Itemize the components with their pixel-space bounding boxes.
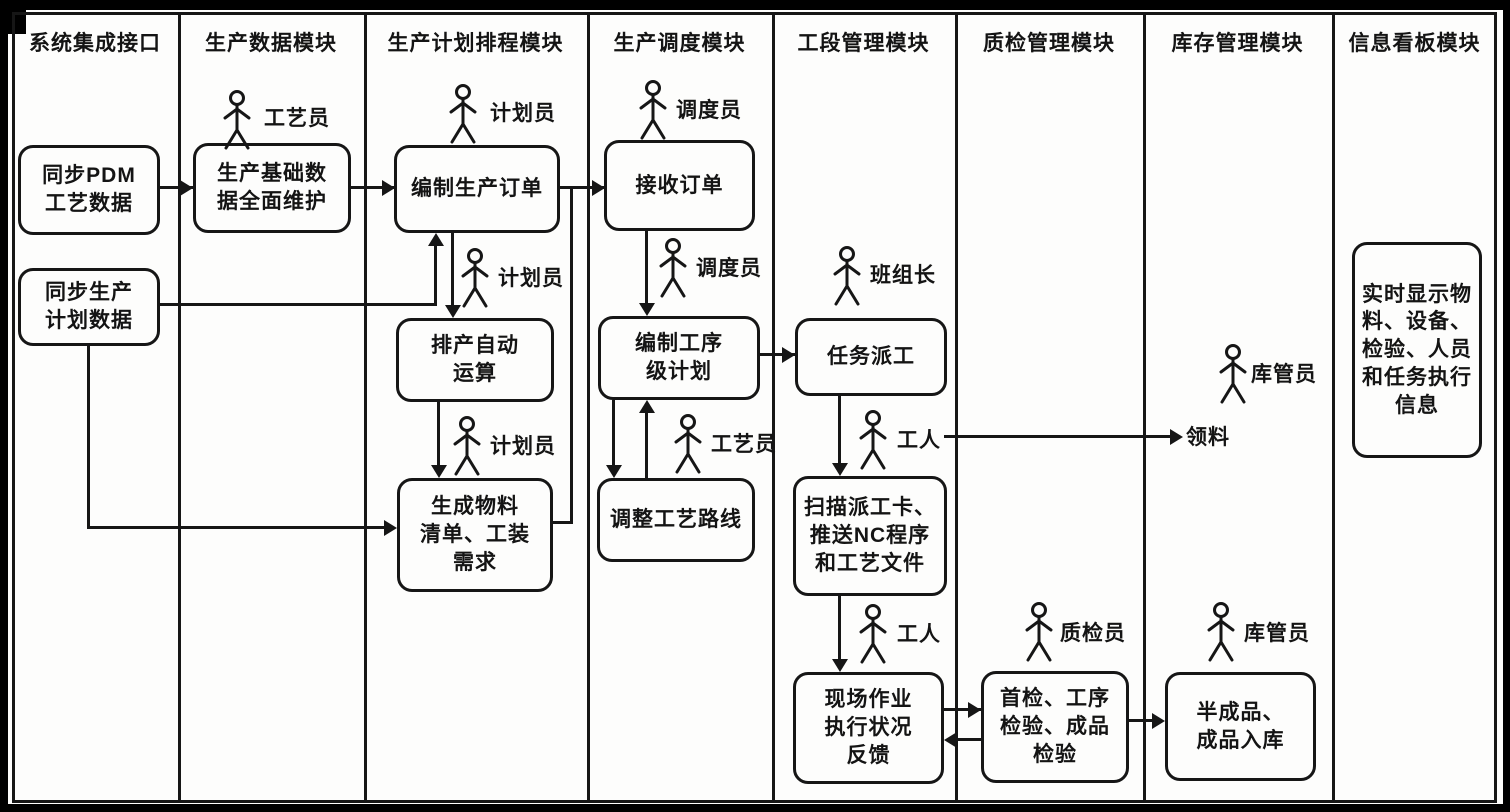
scanned-page: [8, 10, 1503, 804]
person-icon: [461, 248, 489, 308]
arrowhead: [431, 465, 447, 478]
connector-syncpdm-to-basedata: [160, 186, 193, 189]
person-icon: [833, 246, 861, 306]
person-icon: [1219, 344, 1247, 404]
box-site-execution-feedback: 现场作业 执行状况 反馈: [793, 672, 944, 784]
arrowhead: [639, 400, 655, 413]
arrowhead: [1152, 713, 1165, 729]
connector-syncplan-up-segment: [434, 245, 437, 306]
connector-receiveorder-to-processplan: [645, 231, 648, 304]
lane-header-dispatching: 生产调度模块: [613, 32, 746, 55]
person-icon: [1025, 602, 1053, 662]
connector-autoschedule-to-materiallist: [437, 402, 440, 466]
box-finished-goods-storage: 半成品、 成品入库: [1165, 672, 1316, 781]
connector-basedata-to-createorder: [351, 186, 395, 189]
lane-header-worksection: 工段管理模块: [797, 32, 930, 55]
connector-processplan-to-adjustroute: [612, 400, 615, 466]
arrowhead: [944, 732, 957, 748]
box-inspection: 首检、工序 检验、成品 检验: [981, 671, 1129, 783]
person-icon: [453, 416, 481, 476]
connector-processplan-to-taskdispatch: [760, 353, 795, 356]
arrowhead: [384, 520, 397, 536]
actor-label-craft-engineer: 工艺员: [711, 433, 777, 456]
connector-syncplan-to-createorder: [160, 303, 437, 306]
box-create-production-order: 编制生产订单: [394, 145, 560, 233]
box-realtime-info-display: 实时显示物 料、设备、 检验、人员 和任务执行 信息: [1352, 242, 1482, 458]
actor-label-dispatcher: 调度员: [676, 99, 742, 122]
diagram-frame: [12, 12, 1497, 803]
box-scan-card-push-nc: 扫描派工卡、 推送NC程序 和工艺文件: [793, 476, 947, 596]
person-icon: [859, 410, 887, 470]
lane-header-inventory: 库存管理模块: [1171, 32, 1304, 55]
box-base-data-maintenance: 生产基础数 据全面维护: [193, 143, 351, 233]
connector-syncplan-to-materiallist: [87, 526, 385, 529]
actor-label-planner: 计划员: [490, 435, 556, 458]
connector-worker-to-pickmaterial: [944, 435, 1170, 438]
box-sync-plan-data: 同步生产 计划数据: [18, 268, 160, 346]
arrowhead: [606, 465, 622, 478]
lane-divider: [1332, 12, 1335, 803]
arrowhead: [1170, 429, 1183, 445]
lane-header-quality: 质检管理模块: [983, 32, 1115, 55]
person-icon: [659, 238, 687, 298]
actor-label-dispatcher: 调度员: [696, 257, 762, 280]
actor-label-worker: 工人: [897, 429, 941, 452]
lane-divider: [178, 12, 181, 803]
actor-label-planner: 计划员: [490, 102, 556, 125]
label-pick-material: 领料: [1186, 426, 1230, 449]
connector-inspection-to-feedback: [956, 738, 981, 741]
arrowhead: [382, 180, 395, 196]
person-icon: [674, 414, 702, 474]
actor-label-storekeeper: 库管员: [1244, 622, 1310, 645]
arrowhead: [782, 347, 795, 363]
box-task-dispatch: 任务派工: [795, 318, 947, 396]
lane-header-info-board: 信息看板模块: [1348, 32, 1481, 55]
connector-materiallist-up-branch: [570, 187, 573, 524]
arrowhead: [428, 233, 444, 246]
person-icon: [1207, 602, 1235, 662]
box-adjust-process-route: 调整工艺路线: [597, 478, 755, 562]
arrowhead: [445, 305, 461, 318]
connector-taskdispatch-to-scancard: [838, 396, 841, 464]
lane-divider: [587, 12, 590, 803]
connector-scancard-to-feedback: [838, 596, 841, 660]
lane-divider: [772, 12, 775, 803]
actor-label-worker: 工人: [897, 623, 941, 646]
actor-label-planner: 计划员: [498, 267, 564, 290]
arrowhead: [832, 463, 848, 476]
lane-header-plan-scheduling: 生产计划排程模块: [387, 32, 564, 55]
lane-header-system-integration: 系统集成接口: [29, 32, 161, 55]
box-sync-pdm-data: 同步PDM 工艺数据: [18, 145, 160, 235]
box-process-level-plan: 编制工序 级计划: [598, 316, 760, 400]
person-icon: [449, 84, 477, 144]
actor-label-team-leader: 班组长: [870, 264, 936, 287]
connector-materiallist-right-stub: [553, 521, 573, 524]
actor-label-craft-engineer: 工艺员: [264, 107, 330, 130]
arrowhead: [180, 180, 193, 196]
lane-divider: [364, 12, 367, 803]
arrowhead: [832, 659, 848, 672]
connector-createorder-to-autoschedule: [451, 232, 454, 306]
connector-syncplan-down-segment: [87, 345, 90, 529]
lane-divider: [1143, 12, 1146, 803]
actor-label-storekeeper: 库管员: [1251, 363, 1317, 386]
box-auto-scheduling: 排产自动 运算: [396, 318, 554, 402]
arrowhead: [639, 303, 655, 316]
connector-createorder-to-receiveorder: [560, 186, 605, 189]
lane-header-production-data: 生产数据模块: [205, 32, 337, 55]
person-icon: [223, 90, 251, 150]
connector-adjustroute-to-processplan: [645, 413, 648, 478]
connector-inspection-to-storage: [1129, 719, 1154, 722]
person-icon: [639, 80, 667, 140]
actor-label-qc-inspector: 质检员: [1060, 622, 1126, 645]
arrowhead: [968, 702, 981, 718]
lane-divider: [955, 12, 958, 803]
arrowhead: [592, 180, 605, 196]
connector-feedback-to-inspection: [944, 708, 982, 711]
person-icon: [859, 604, 887, 664]
box-receive-order: 接收订单: [604, 140, 755, 231]
box-generate-material-list: 生成物料 清单、工装 需求: [397, 478, 553, 592]
